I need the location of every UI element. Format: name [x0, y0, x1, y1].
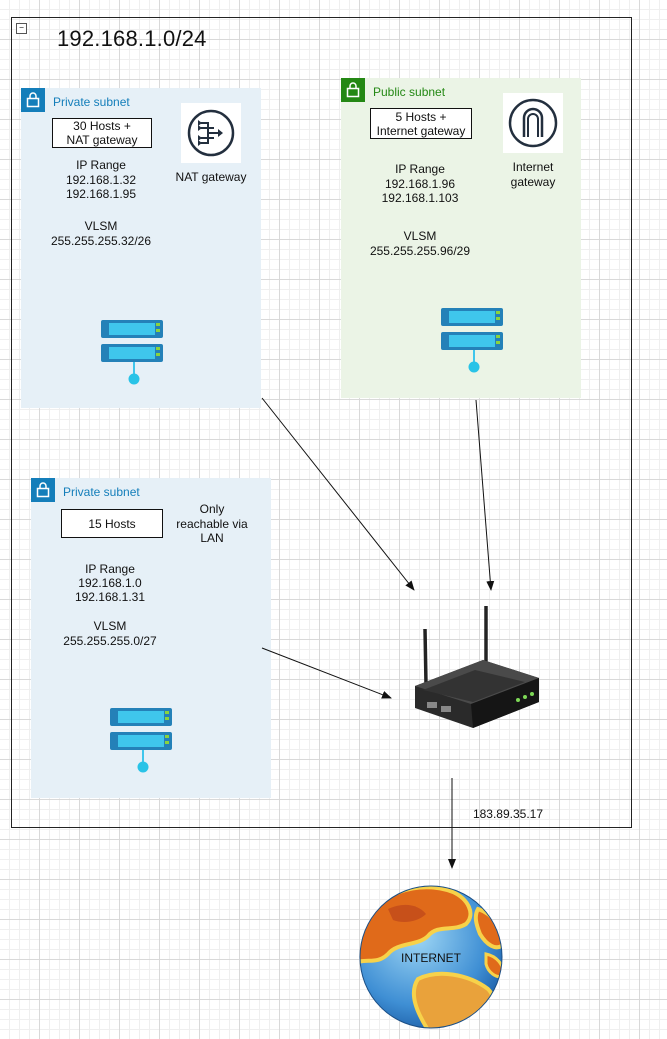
router-public-ip: 183.89.35.17	[472, 807, 544, 821]
vlsm-value: 255.255.255.0/27	[63, 634, 157, 648]
ip-range-label: IP Range	[395, 162, 445, 176]
nat-gateway-icon	[181, 103, 241, 163]
arrow-private-b-to-router	[261, 647, 392, 699]
reachability-note: Only	[199, 502, 225, 516]
internet-label: INTERNET	[401, 951, 461, 965]
router-icon	[413, 604, 543, 730]
reachability-note: LAN	[200, 531, 224, 545]
subnet-title: Private subnet	[53, 95, 130, 109]
reachability-note: reachable via	[176, 517, 248, 531]
host-count-line: 15 Hosts	[88, 516, 136, 531]
internet-gateway-label: gateway	[510, 175, 556, 189]
lock-icon	[21, 88, 45, 112]
subnet-title: Public subnet	[373, 85, 446, 99]
ip-range-start: 192.168.1.96	[384, 177, 456, 191]
subnet-title: Private subnet	[63, 485, 140, 499]
host-count-box: 5 Hosts + Internet gateway	[370, 108, 472, 139]
vpc-cidr-title: 192.168.1.0/24	[57, 26, 207, 51]
host-count-line: 30 Hosts +	[73, 119, 131, 133]
vlsm-value: 255.255.255.32/26	[50, 234, 152, 248]
host-count-line: Internet gateway	[376, 123, 466, 138]
server-icon	[110, 708, 176, 776]
vlsm-value: 255.255.255.96/29	[369, 244, 471, 258]
server-icon	[99, 318, 165, 386]
arrow-public-to-router	[475, 399, 495, 591]
ip-range-start: 192.168.1.0	[78, 576, 142, 590]
globe-icon	[358, 884, 504, 1030]
ip-range-end: 192.168.1.95	[65, 187, 137, 201]
private-subnet-b[interactable]: Private subnet 15 Hosts Only reachable v…	[31, 478, 271, 798]
arrow-private-a-to-router	[261, 397, 415, 591]
ip-range-label: IP Range	[76, 158, 126, 172]
host-count-line: 5 Hosts +	[395, 109, 447, 124]
vpc-boundary	[11, 17, 632, 828]
collapse-toggle-icon[interactable]: −	[16, 23, 27, 34]
internet-gateway-label: Internet	[512, 160, 554, 174]
host-count-box: 15 Hosts	[61, 509, 163, 538]
ip-range-end: 192.168.1.31	[74, 590, 146, 604]
vlsm-label: VLSM	[403, 229, 437, 243]
ip-range-label: IP Range	[85, 562, 135, 576]
lock-icon	[341, 78, 365, 102]
ip-range-end: 192.168.1.103	[381, 191, 459, 205]
private-subnet-a[interactable]: Private subnet 30 Hosts + NAT gateway NA…	[21, 88, 261, 408]
vlsm-label: VLSM	[84, 219, 118, 233]
lock-icon	[31, 478, 55, 502]
public-subnet[interactable]: Public subnet 5 Hosts + Internet gateway…	[341, 78, 581, 398]
internet-gateway-icon	[503, 93, 563, 153]
ip-range-start: 192.168.1.32	[65, 173, 137, 187]
host-count-line: NAT gateway	[66, 133, 138, 147]
host-count-box: 30 Hosts + NAT gateway	[52, 118, 152, 148]
nat-gateway-label: NAT gateway	[175, 170, 247, 184]
server-icon	[441, 308, 507, 376]
vlsm-label: VLSM	[93, 619, 127, 633]
